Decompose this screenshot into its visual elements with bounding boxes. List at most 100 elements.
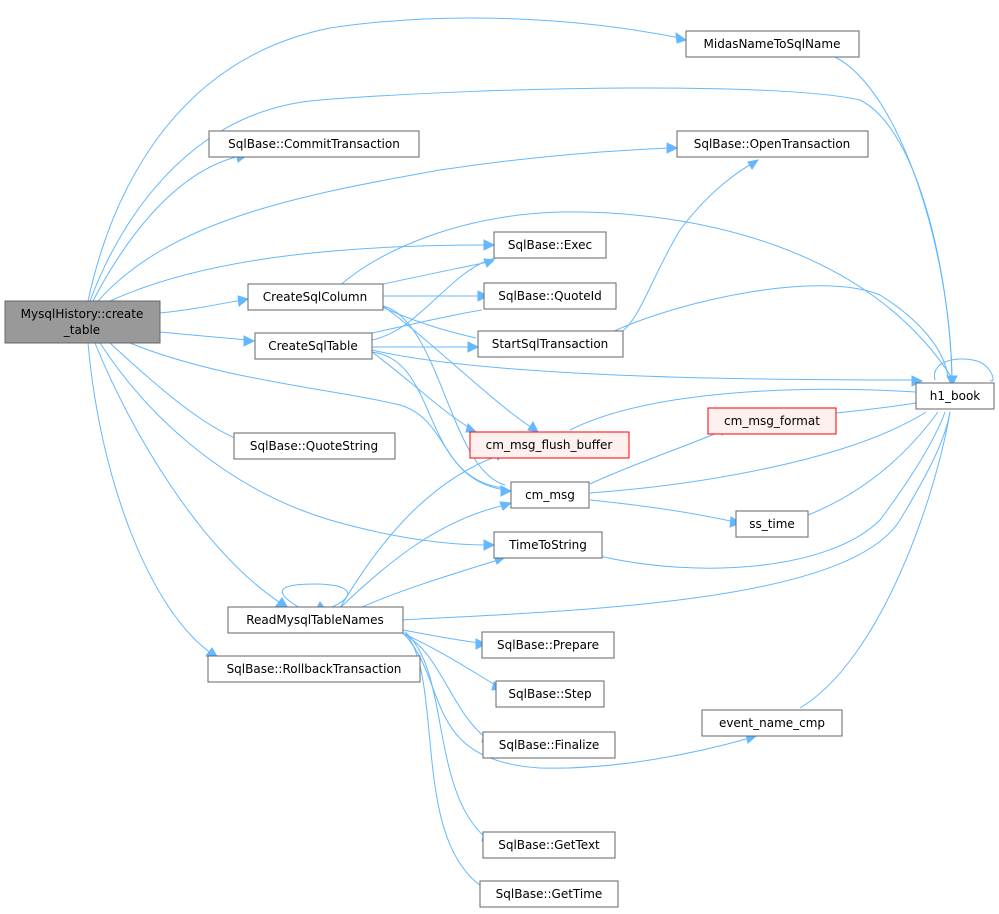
arrow-open-2	[747, 159, 760, 170]
arrow-cmflush	[527, 420, 539, 433]
node-quotestr[interactable]: SqlBase::QuoteString	[233, 432, 396, 460]
node-open[interactable]: SqlBase::OpenTransaction	[676, 130, 869, 158]
arrow-createcol	[237, 295, 250, 307]
nodes: MysqlHistory::create _table MidasNameToS…	[4, 30, 995, 908]
node-gettext-label: SqlBase::GetText	[498, 838, 600, 852]
node-step[interactable]: SqlBase::Step	[495, 680, 605, 708]
edge-createtab-cmmsg	[371, 351, 506, 489]
edge-root-readmysql	[94, 342, 283, 605]
node-cmmsg-label: cm_msg	[525, 488, 575, 502]
node-createtab[interactable]: CreateSqlTable	[254, 332, 373, 360]
edge-createcol-cmflush	[382, 305, 533, 429]
edge-root-commit	[92, 155, 241, 302]
edge-root-cmmsg	[129, 342, 506, 491]
node-cmformat-label: cm_msg_format	[724, 414, 820, 428]
node-quotestr-label: SqlBase::QuoteString	[250, 439, 378, 453]
edge-readmysql-cmflush	[339, 454, 501, 609]
edge-createcol-cmmsg	[382, 305, 506, 486]
edge-root-exec	[109, 244, 489, 302]
arrow-cmmsg-2	[499, 501, 513, 511]
node-cmflush[interactable]: cm_msg_flush_buffer	[469, 431, 630, 459]
edge-h1book-self	[934, 358, 994, 382]
arrow-starttx	[467, 341, 480, 353]
node-rollback[interactable]: SqlBase::RollbackTransaction	[207, 655, 421, 683]
edge-createtab-quoteid	[371, 309, 483, 334]
edge-eventcmp-h1book	[799, 411, 951, 709]
arrow-cmflush-2	[465, 423, 478, 433]
arrow-timestr	[483, 539, 496, 551]
node-gettext[interactable]: SqlBase::GetText	[482, 831, 616, 859]
node-rollback-label: SqlBase::RollbackTransaction	[227, 662, 402, 676]
edge-readmysql-prepare	[402, 629, 481, 644]
node-finalize[interactable]: SqlBase::Finalize	[482, 731, 616, 759]
edge-starttx-open	[619, 161, 756, 334]
edge-readmysql-timestr	[359, 559, 499, 609]
edge-readmysql-h1book	[399, 411, 951, 621]
edge-cmmsg-cmformat	[589, 429, 725, 485]
node-starttx[interactable]: StartSqlTransaction	[477, 330, 624, 358]
node-gettime[interactable]: SqlBase::GetTime	[479, 880, 619, 908]
arrow-open	[666, 142, 679, 154]
node-h1book-label: h1_book	[930, 389, 981, 403]
arrowheads	[205, 31, 958, 892]
node-eventcmp-label: event_name_cmp	[719, 716, 825, 730]
node-step-label: SqlBase::Step	[508, 687, 591, 701]
node-commit[interactable]: SqlBase::CommitTransaction	[208, 130, 420, 158]
edge-readmysql-gettext	[404, 631, 487, 839]
node-commit-label: SqlBase::CommitTransaction	[228, 137, 400, 151]
node-createcol[interactable]: CreateSqlColumn	[247, 283, 384, 311]
edge-readmysql-eventcmp	[401, 631, 751, 769]
edge-root-timestr	[99, 342, 489, 546]
node-prepare-label: SqlBase::Prepare	[497, 638, 599, 652]
arrow-exec	[483, 239, 496, 251]
edge-cmmsg-h1book	[589, 411, 927, 494]
node-timestr[interactable]: TimeToString	[493, 531, 603, 559]
node-midas[interactable]: MidasNameToSqlName	[685, 30, 860, 58]
node-cmflush-label: cm_msg_flush_buffer	[486, 438, 613, 452]
node-gettime-label: SqlBase::GetTime	[496, 887, 603, 901]
node-midas-label: MidasNameToSqlName	[704, 37, 841, 51]
node-createtab-label: CreateSqlTable	[268, 339, 357, 353]
edge-readmysql-self	[281, 583, 349, 609]
edge-root-createtab	[159, 331, 249, 341]
edge-createcol-h1book	[337, 211, 953, 379]
edge-createtab-h1book	[371, 349, 917, 381]
node-h1book[interactable]: h1_book	[915, 382, 995, 410]
edge-root-midas	[87, 17, 681, 302]
edge-root-quotestr	[109, 342, 241, 441]
arrow-prepare	[475, 638, 488, 650]
node-cmmsg[interactable]: cm_msg	[510, 481, 590, 509]
edge-createcol-exec	[369, 261, 489, 288]
node-starttx-label: StartSqlTransaction	[492, 337, 609, 351]
edge-starttx-h1book	[609, 285, 949, 379]
edge-readmysql-step	[399, 631, 498, 687]
edge-sstime-h1book	[807, 411, 939, 516]
edge-createtab-exec	[371, 257, 496, 341]
edge-readmysql-finalize	[399, 631, 487, 739]
node-sstime[interactable]: ss_time	[735, 510, 809, 538]
node-exec-label: SqlBase::Exec	[508, 238, 592, 252]
node-root[interactable]: MysqlHistory::create _table	[4, 300, 161, 344]
edge-cmmsg-sstime	[589, 499, 736, 523]
edge-cmflush-h1book	[569, 388, 917, 431]
arrow-createtab	[243, 335, 256, 347]
edge-createtab-cmflush	[371, 351, 471, 429]
node-exec[interactable]: SqlBase::Exec	[493, 231, 607, 259]
node-prepare[interactable]: SqlBase::Prepare	[481, 631, 615, 659]
node-cmformat[interactable]: cm_msg_format	[707, 407, 837, 435]
edge-cmformat-h1book	[835, 402, 917, 414]
arrow-quoteid	[477, 290, 490, 302]
node-readmysql-label: ReadMysqlTableNames	[246, 613, 384, 627]
arrow-h1book-top	[946, 375, 958, 388]
node-createcol-label: CreateSqlColumn	[263, 290, 367, 304]
node-quoteid[interactable]: SqlBase::QuoteId	[483, 282, 617, 310]
edge-readmysql-cmmsg	[339, 504, 506, 609]
node-open-label: SqlBase::OpenTransaction	[694, 137, 851, 151]
edge-root-createcol	[159, 299, 243, 314]
edge-root-open	[97, 147, 673, 302]
node-eventcmp[interactable]: event_name_cmp	[701, 709, 843, 737]
edge-timestr-h1book	[594, 411, 946, 569]
node-sstime-label: ss_time	[749, 517, 795, 531]
node-readmysql[interactable]: ReadMysqlTableNames	[227, 606, 404, 634]
